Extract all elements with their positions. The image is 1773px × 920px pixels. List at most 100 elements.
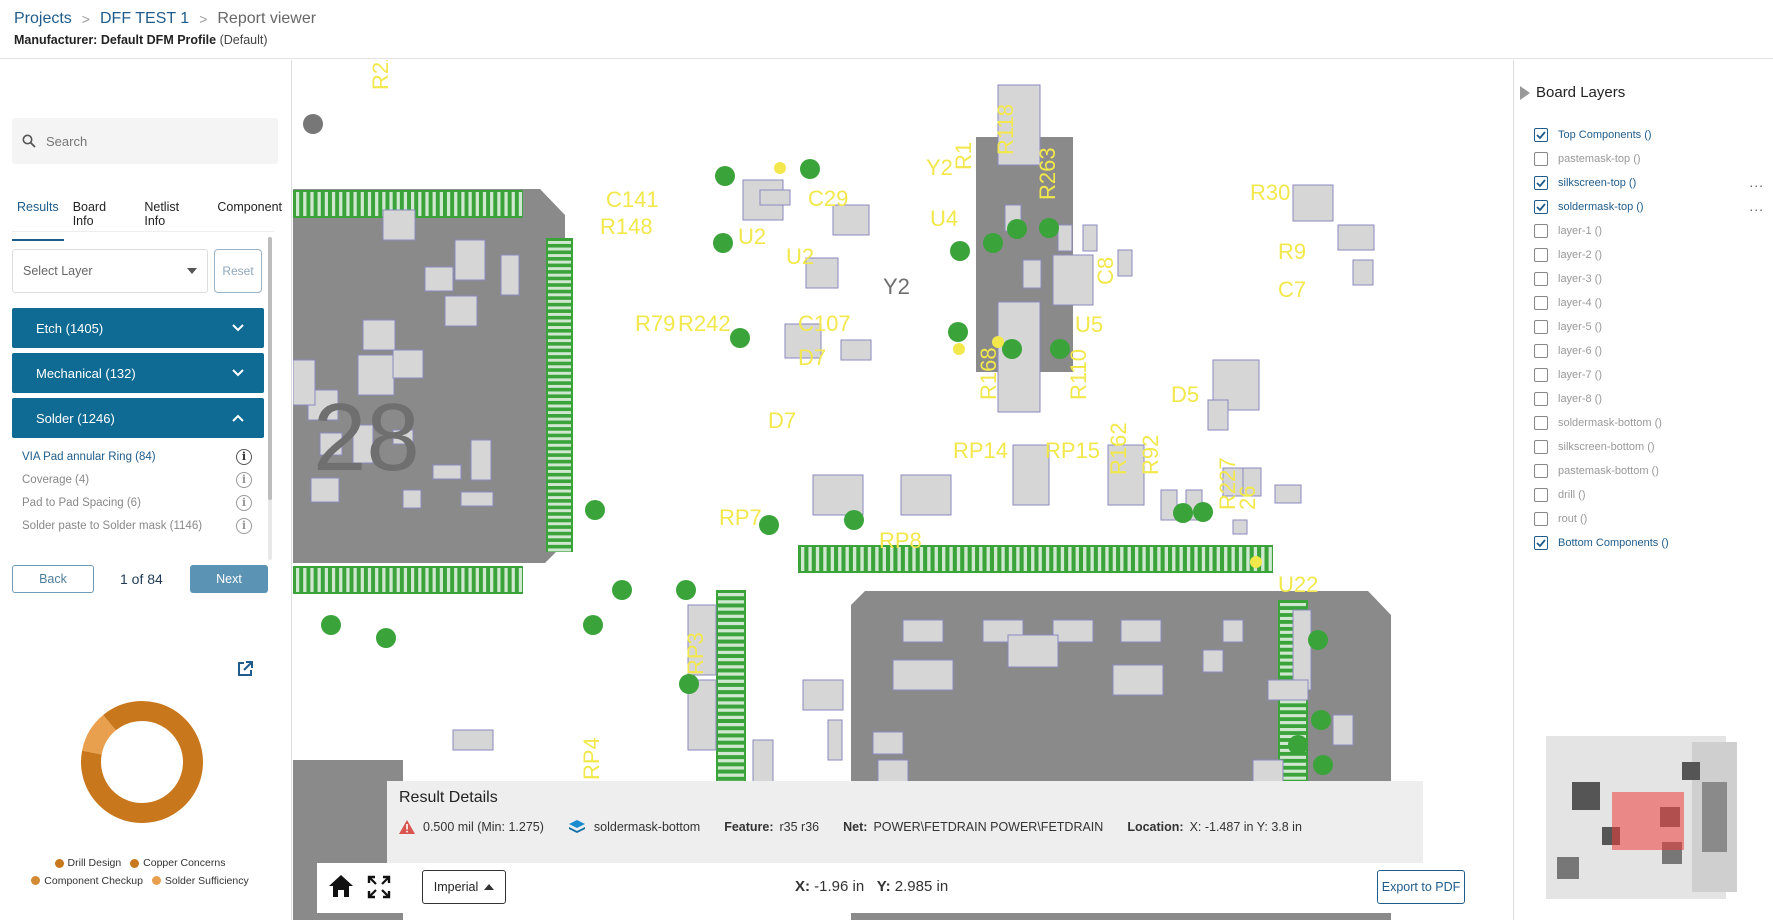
collapse-arrow-icon[interactable]: [1520, 85, 1530, 100]
home-icon[interactable]: [327, 873, 355, 899]
layer-item[interactable]: layer-1 (): [1534, 219, 1764, 243]
breadcrumb-project[interactable]: DFF TEST 1: [99, 10, 190, 27]
chevron-right-icon: >: [199, 11, 208, 27]
layer-checkbox[interactable]: [1534, 128, 1548, 142]
layer-checkbox[interactable]: [1534, 536, 1548, 550]
layer-checkbox[interactable]: [1534, 440, 1548, 454]
pcb-pad: [296, 568, 300, 592]
layers-icon: [568, 820, 585, 833]
layer-item[interactable]: rout (): [1534, 507, 1764, 531]
silkscreen-label: Y2: [926, 155, 953, 180]
layer-item[interactable]: layer-4 (): [1534, 291, 1764, 315]
layer-item[interactable]: pastemask-top (): [1534, 147, 1764, 171]
tab-component[interactable]: Component: [217, 200, 282, 214]
silkscreen-label: 28: [313, 384, 420, 491]
pcb-pad: [548, 352, 571, 356]
select-layer-dropdown[interactable]: Select Layer: [12, 249, 208, 293]
layer-menu-icon[interactable]: ...: [1749, 198, 1764, 214]
layer-label: soldermask-top (): [1558, 201, 1644, 213]
pcb-pad: [425, 192, 429, 216]
open-external-icon[interactable]: [236, 660, 254, 678]
pcb-pad: [339, 192, 343, 216]
accordion-solder[interactable]: Solder (1246): [12, 398, 264, 438]
layer-item[interactable]: Bottom Components (): [1534, 531, 1764, 555]
layer-checkbox[interactable]: [1534, 488, 1548, 502]
pcb-pad: [511, 568, 515, 592]
info-icon[interactable]: i: [236, 448, 252, 465]
layer-item[interactable]: layer-7 (): [1534, 363, 1764, 387]
units-dropdown[interactable]: Imperial: [422, 870, 506, 904]
silkscreen-label: R263: [1035, 147, 1060, 200]
accordion-mechanical[interactable]: Mechanical (132): [12, 353, 264, 393]
tab-results[interactable]: Results: [12, 194, 64, 241]
layer-checkbox[interactable]: [1534, 224, 1548, 238]
layer-item[interactable]: silkscreen-top ()...: [1534, 171, 1764, 195]
layer-checkbox[interactable]: [1534, 272, 1548, 286]
pcb-pad: [475, 568, 479, 592]
board-layers-header[interactable]: Board Layers: [1520, 84, 1625, 101]
pcb-pad: [548, 469, 571, 473]
layer-checkbox[interactable]: [1534, 152, 1548, 166]
layer-menu-icon[interactable]: ...: [1749, 174, 1764, 190]
layer-item[interactable]: soldermask-top ()...: [1534, 195, 1764, 219]
reset-button[interactable]: Reset: [214, 249, 262, 293]
layer-checkbox[interactable]: [1534, 392, 1548, 406]
net-label: Net:: [843, 820, 868, 834]
search-box[interactable]: [12, 118, 278, 164]
layer-checkbox[interactable]: [1534, 296, 1548, 310]
pcb-pad: [942, 547, 946, 571]
pcb-board-svg[interactable]: Y2R1R118R263C141R148C29U4U2U2R30R9C7C8U5…: [293, 60, 1513, 920]
layer-item[interactable]: layer-5 (): [1534, 315, 1764, 339]
layer-checkbox[interactable]: [1534, 344, 1548, 358]
layer-item[interactable]: layer-2 (): [1534, 243, 1764, 267]
pcb-pad: [482, 192, 487, 216]
layer-item[interactable]: drill (): [1534, 483, 1764, 507]
layer-checkbox[interactable]: [1534, 200, 1548, 214]
info-icon[interactable]: i: [236, 494, 252, 511]
accordion-label: Solder (1246): [36, 410, 115, 426]
pcb-pad: [548, 502, 571, 506]
layer-item[interactable]: pastemask-bottom (): [1534, 459, 1764, 483]
rule-item[interactable]: Pad to Pad Spacing (6) i: [12, 491, 252, 514]
tab-netlist-info[interactable]: Netlist Info: [144, 200, 180, 228]
back-button[interactable]: Back: [12, 565, 94, 593]
search-input[interactable]: [44, 132, 264, 150]
layer-item[interactable]: silkscreen-bottom (): [1534, 435, 1764, 459]
layer-checkbox[interactable]: [1534, 464, 1548, 478]
silkscreen-label: RP8: [879, 528, 922, 553]
breadcrumb-projects[interactable]: Projects: [14, 10, 72, 27]
rule-item[interactable]: Coverage (4) i: [12, 468, 252, 491]
rule-item[interactable]: Solder paste to Solder mask (1146) i: [12, 514, 252, 537]
pcb-silkscreen-labels: Y2R1R118R263C141R148C29U4U2U2R30R9C7C8U5…: [313, 60, 1318, 780]
result-layer: soldermask-bottom: [593, 820, 701, 834]
layer-checkbox[interactable]: [1534, 512, 1548, 526]
layer-checkbox[interactable]: [1534, 320, 1548, 334]
layer-item[interactable]: Top Components (): [1534, 123, 1764, 147]
layer-item[interactable]: layer-6 (): [1534, 339, 1764, 363]
pcb-pad: [801, 547, 805, 571]
accordion-etch[interactable]: Etch (1405): [12, 308, 264, 348]
layer-item[interactable]: layer-8 (): [1534, 387, 1764, 411]
layer-item[interactable]: soldermask-bottom (): [1534, 411, 1764, 435]
pcb-pad: [475, 192, 479, 216]
pcb-pad: [1068, 547, 1072, 571]
layer-checkbox[interactable]: [1534, 416, 1548, 430]
scrollbar-thumb[interactable]: [268, 237, 272, 500]
layer-checkbox[interactable]: [1534, 368, 1548, 382]
layer-checkbox[interactable]: [1534, 176, 1548, 190]
info-icon[interactable]: i: [236, 517, 252, 534]
rule-item[interactable]: VIA Pad annular Ring (84) i: [12, 445, 252, 468]
next-button[interactable]: Next: [190, 565, 268, 593]
pcb-via: [800, 159, 820, 179]
layer-checkbox[interactable]: [1534, 248, 1548, 262]
export-pdf-button[interactable]: Export to PDF: [1377, 870, 1465, 904]
board-minimap[interactable]: [1542, 732, 1755, 903]
pcb-pad: [548, 332, 571, 336]
fullscreen-icon[interactable]: [367, 875, 391, 899]
pcb-via: [983, 233, 1003, 253]
pcb-pad: [1082, 224, 1098, 252]
tab-board-info[interactable]: Board Info: [72, 200, 107, 228]
info-icon[interactable]: i: [236, 471, 252, 488]
layer-item[interactable]: layer-3 (): [1534, 267, 1764, 291]
